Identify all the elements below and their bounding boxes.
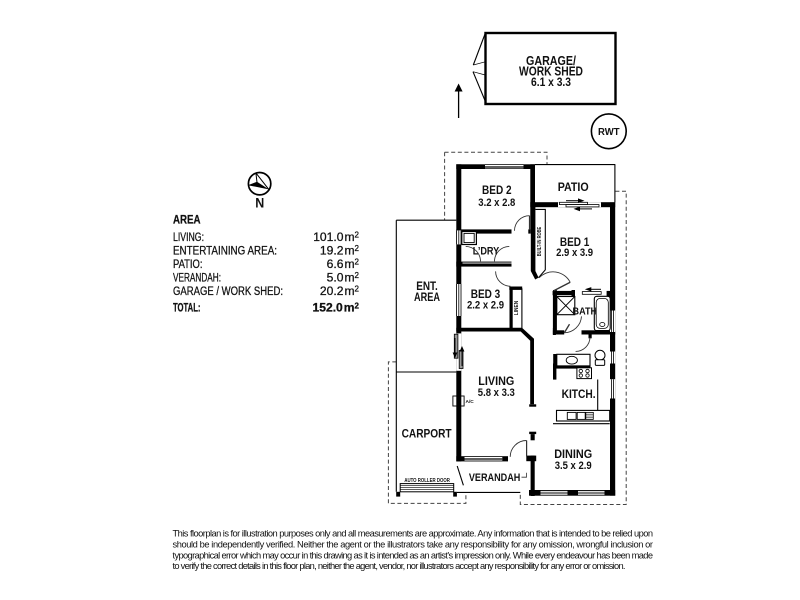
svg-text:to verify the correct details: to verify the correct details in this fl… (173, 561, 626, 571)
svg-text:ENTERTAINING AREA:: ENTERTAINING AREA: (173, 243, 277, 257)
svg-text:6.6 m2: 6.6 m2 (327, 257, 360, 271)
svg-text:BED 3: BED 3 (471, 287, 501, 301)
svg-text:20.2 m2: 20.2 m2 (320, 284, 360, 298)
svg-text:LINEN: LINEN (514, 301, 520, 316)
svg-text:BED 2: BED 2 (482, 183, 512, 197)
svg-text:BUILT-IN ROBE: BUILT-IN ROBE (537, 226, 543, 256)
svg-text:3.5 x 2.9: 3.5 x 2.9 (555, 460, 592, 472)
svg-text:BED 1: BED 1 (560, 235, 590, 249)
svg-text:KITCH.: KITCH. (562, 387, 596, 401)
svg-text:VERANDAH:: VERANDAH: (173, 270, 221, 284)
svg-text:2.2 x 2.9: 2.2 x 2.9 (467, 299, 504, 311)
svg-text:PATIO: PATIO (558, 180, 589, 194)
svg-text:PATIO:: PATIO: (173, 257, 203, 271)
svg-text:LIVING:: LIVING: (173, 230, 204, 244)
svg-text:RWT: RWT (598, 127, 620, 138)
svg-text:typographical error which may: typographical error which may occur in t… (173, 550, 654, 560)
svg-text:101.0 m2: 101.0 m2 (313, 230, 359, 244)
svg-text:GARAGE/: GARAGE/ (526, 54, 576, 68)
svg-text:3.2 x 2.8: 3.2 x 2.8 (478, 197, 515, 209)
svg-text:2.9 x 3.9: 2.9 x 3.9 (556, 247, 593, 259)
svg-text:CARPORT: CARPORT (402, 427, 453, 441)
svg-text:GARAGE / WORK SHED:: GARAGE / WORK SHED: (173, 284, 283, 298)
svg-text:ENT.: ENT. (416, 279, 438, 293)
svg-text:should be independently verifi: should be independently verified. Neithe… (173, 539, 654, 549)
svg-text:TOTAL:: TOTAL: (173, 301, 201, 315)
svg-text:19.2 m2: 19.2 m2 (320, 243, 360, 257)
svg-text:L’DRY: L’DRY (473, 246, 500, 258)
svg-text:VERANDAH: VERANDAH (469, 472, 521, 484)
svg-text:5.8 x 3.3: 5.8 x 3.3 (478, 387, 515, 399)
svg-text:5.0 m2: 5.0 m2 (327, 270, 360, 284)
svg-text:LIVING: LIVING (478, 374, 514, 388)
svg-text:N: N (255, 196, 264, 212)
svg-text:AREA: AREA (173, 212, 201, 226)
svg-text:A/C: A/C (466, 399, 475, 405)
svg-text:AUTO ROLLER DOOR: AUTO ROLLER DOOR (404, 478, 450, 484)
svg-text:This floorplan is for illustra: This floorplan is for illustration purpo… (173, 528, 654, 538)
svg-text:AREA: AREA (414, 290, 440, 304)
svg-text:BATH: BATH (573, 307, 598, 318)
svg-text:152.0 m2: 152.0 m2 (313, 301, 360, 315)
svg-text:DINING: DINING (554, 447, 592, 461)
svg-text:6.1 x 3.3: 6.1 x 3.3 (531, 75, 571, 89)
svg-text:WORK SHED: WORK SHED (519, 64, 583, 78)
